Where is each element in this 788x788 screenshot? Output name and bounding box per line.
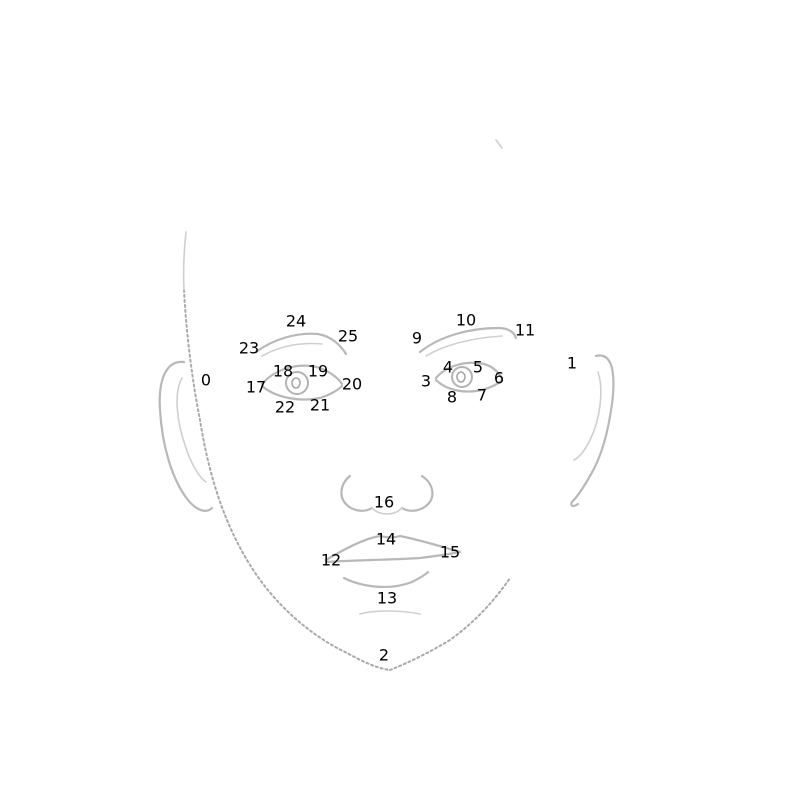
lower-lip bbox=[342, 570, 430, 589]
nose-left-wing bbox=[340, 474, 374, 512]
chin-crease bbox=[359, 610, 421, 615]
landmark-label-10: 10 bbox=[456, 311, 476, 330]
landmark-label-5: 5 bbox=[473, 358, 483, 377]
landmark-label-8: 8 bbox=[447, 388, 457, 407]
landmark-label-0: 0 bbox=[201, 371, 211, 390]
lip-line bbox=[324, 550, 462, 564]
landmark-label-17: 17 bbox=[246, 378, 266, 397]
landmark-label-25: 25 bbox=[338, 327, 358, 346]
right-eye-lower-lid bbox=[434, 378, 504, 393]
landmark-label-23: 23 bbox=[239, 339, 259, 358]
nose-right-wing bbox=[400, 474, 434, 512]
landmark-label-4: 4 bbox=[443, 358, 453, 377]
landmark-label-15: 15 bbox=[440, 543, 460, 562]
right-eye-upper-lid bbox=[434, 361, 504, 380]
face-outline-right bbox=[389, 577, 511, 671]
right-eyebrow-lower bbox=[425, 335, 503, 357]
left-ear bbox=[158, 360, 214, 512]
right-eyebrow bbox=[418, 326, 518, 354]
landmark-label-11: 11 bbox=[515, 321, 535, 340]
left-eyebrow-lower bbox=[261, 342, 323, 357]
left-iris bbox=[285, 371, 309, 395]
upper-lip bbox=[324, 534, 462, 562]
landmark-label-22: 22 bbox=[275, 398, 295, 417]
face-outline-left-upper bbox=[182, 231, 187, 291]
landmark-label-3: 3 bbox=[421, 372, 431, 391]
left-eye-upper-lid bbox=[260, 364, 344, 386]
landmark-label-18: 18 bbox=[273, 362, 293, 381]
hairline-right-mark bbox=[495, 139, 503, 149]
left-ear-inner bbox=[176, 377, 207, 483]
right-iris bbox=[451, 366, 473, 388]
landmark-label-16: 16 bbox=[374, 493, 394, 512]
landmark-label-1: 1 bbox=[567, 354, 577, 373]
landmark-label-7: 7 bbox=[477, 386, 487, 405]
landmark-label-19: 19 bbox=[308, 362, 328, 381]
landmark-label-13: 13 bbox=[377, 589, 397, 608]
landmark-label-2: 2 bbox=[379, 646, 389, 665]
right-ear bbox=[570, 354, 615, 508]
left-pupil bbox=[291, 377, 301, 389]
landmark-label-24: 24 bbox=[286, 312, 306, 331]
left-eye-lower-lid bbox=[260, 384, 344, 401]
right-pupil bbox=[456, 371, 466, 383]
landmark-label-9: 9 bbox=[412, 329, 422, 348]
landmark-label-14: 14 bbox=[376, 530, 396, 549]
landmark-label-21: 21 bbox=[310, 396, 330, 415]
left-eyebrow bbox=[254, 332, 348, 356]
landmark-label-20: 20 bbox=[342, 375, 362, 394]
nose-bottom bbox=[371, 507, 403, 515]
landmark-label-6: 6 bbox=[494, 369, 504, 388]
face-outline-left bbox=[183, 289, 391, 671]
landmark-label-12: 12 bbox=[321, 551, 341, 570]
right-ear-inner bbox=[573, 371, 602, 461]
